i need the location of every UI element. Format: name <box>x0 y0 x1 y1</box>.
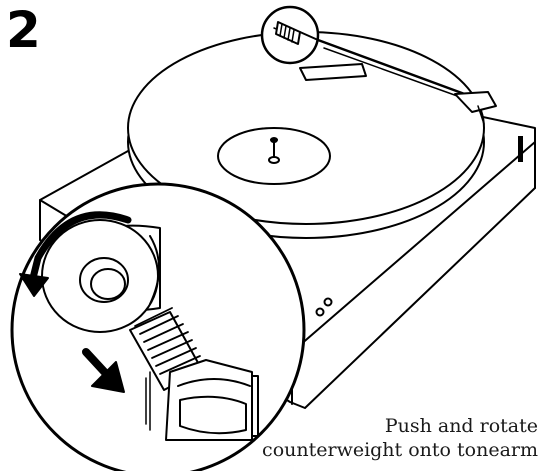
rotate-arrow-icon <box>19 211 132 297</box>
counterweight-callout-small <box>260 5 320 65</box>
threaded-tonearm-end <box>129 307 259 441</box>
platter <box>127 31 485 239</box>
caption-line-1: Push and rotate <box>384 415 538 437</box>
tonearm <box>299 38 497 125</box>
brand-badge <box>518 136 523 162</box>
caption-line-2: counterweight onto tonearm <box>262 439 538 461</box>
counterweight <box>41 219 161 333</box>
step-number: 2 <box>6 1 41 59</box>
counterweight-detail-circle <box>10 182 306 471</box>
instruction-caption: Push and rotate counterweight onto tonea… <box>262 414 538 462</box>
push-arrow-icon <box>82 348 125 393</box>
